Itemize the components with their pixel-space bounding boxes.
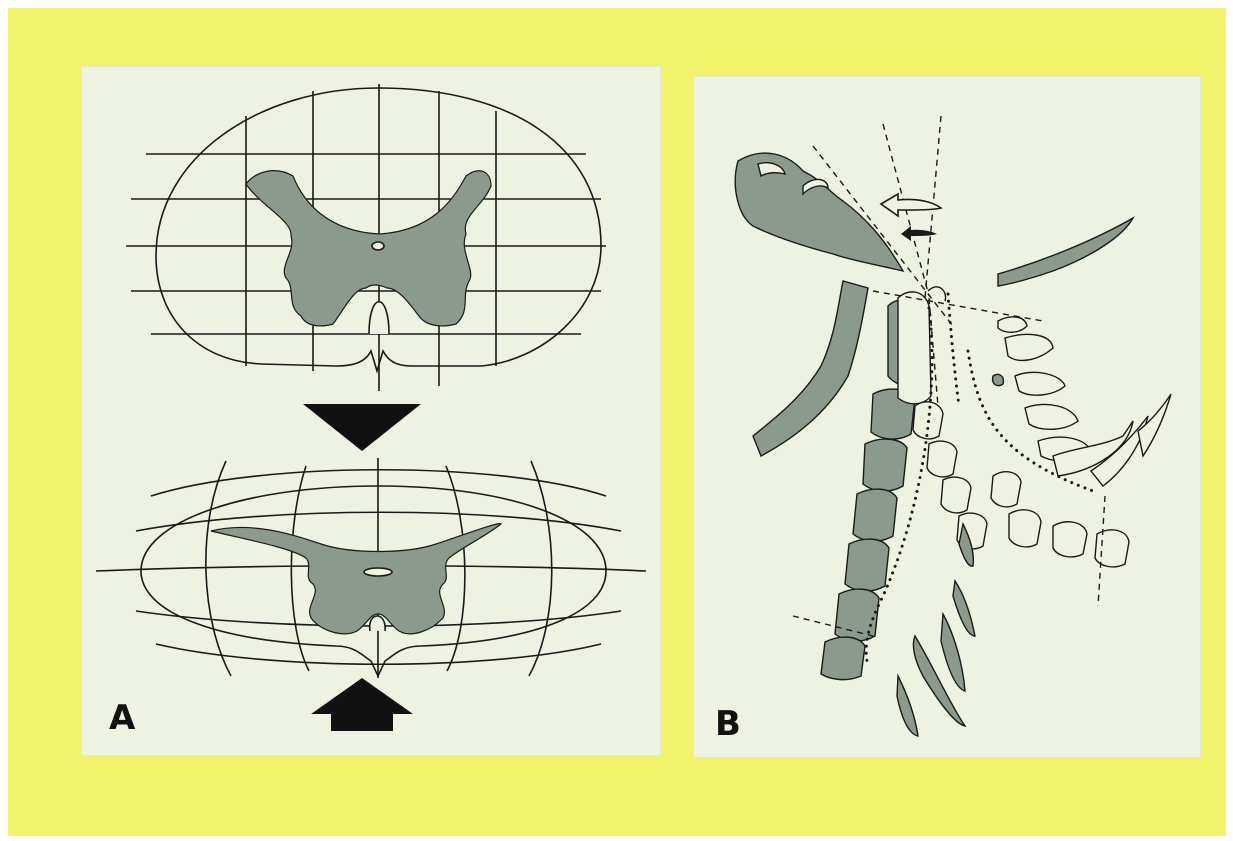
lower-gray-matter [211, 524, 501, 634]
lower-cord-section [96, 458, 646, 678]
panel-a-card: A [81, 66, 661, 756]
panel-a-label: A [109, 698, 136, 738]
upper-cord-section [126, 84, 606, 391]
spinous-processes [991, 317, 1171, 567]
panel-b-drawing [693, 76, 1201, 758]
upper-gray-matter [246, 171, 491, 326]
upper-central-canal [372, 242, 384, 250]
arrow-down-icon [303, 404, 421, 451]
panel-b-label: B [715, 704, 742, 744]
arrow-up-icon [311, 678, 413, 731]
slide-background: A [8, 8, 1226, 836]
pharyngeal-band [753, 281, 868, 456]
lower-central-canal [364, 568, 392, 576]
panel-b-card: B [693, 76, 1201, 758]
occipital-band [998, 218, 1133, 286]
panel-a-drawing [81, 66, 661, 756]
